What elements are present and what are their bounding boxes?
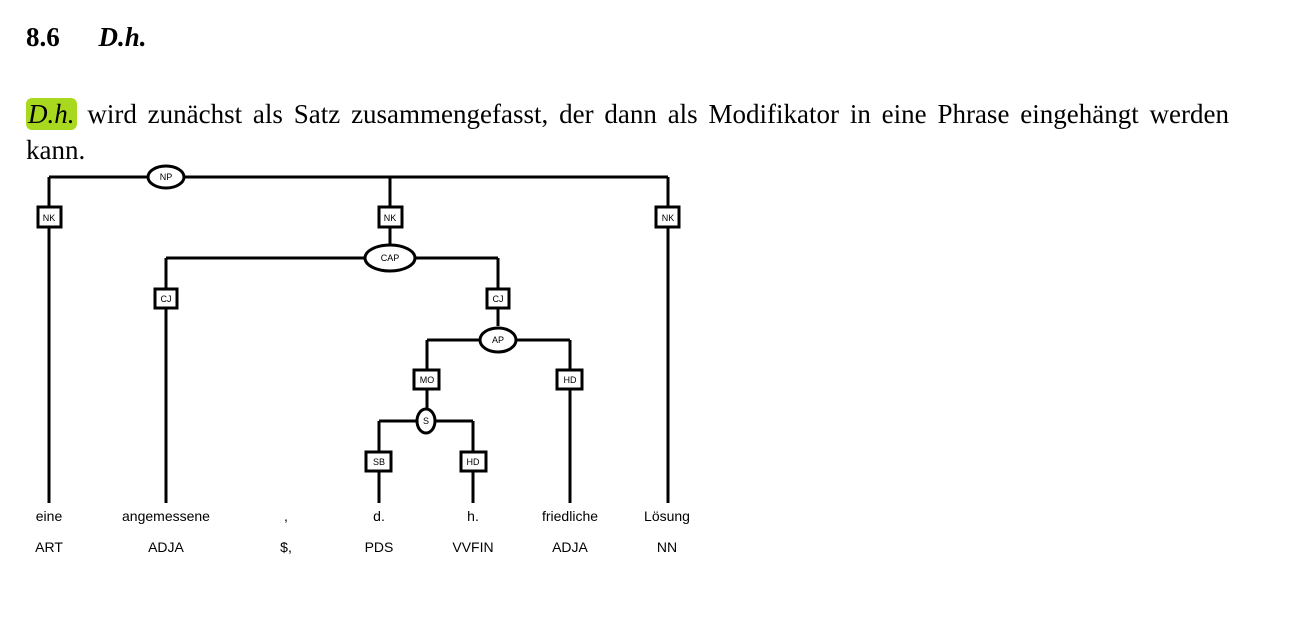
highlighted-term[interactable]: D.h. [26,98,77,130]
section-title: D.h. [98,22,147,52]
edge-label-cj: CJ [485,287,511,310]
edge-label-text: SB [373,457,385,467]
token-pos-tags: ART ADJA $, PDS VVFIN ADJA NN [35,539,677,555]
body-paragraph: D.h. wird zunächst als Satz zusammengefa… [26,96,1229,168]
edge-label-text: NK [384,213,397,223]
section-number: 8.6 [26,22,60,52]
phrase-node-cap: CAP [363,243,417,273]
edge-label-text: HD [564,375,577,385]
tree-edges [47,175,670,503]
phrase-node-np: NP [146,164,186,190]
token-pos: ART [35,539,63,555]
token-word: eine [36,508,63,524]
token-word: h. [467,508,479,524]
paragraph-text: wird zunächst als Satz zusammengefasst, … [26,99,1229,165]
edge-label-cj: CJ [153,287,179,310]
token-word: angemessene [122,508,210,524]
token-words: eine angemessene , d. h. friedliche Lösu… [36,508,690,524]
token-word: Lösung [644,508,690,524]
edge-label-hd: HD [555,368,584,391]
section-heading: 8.6 D.h. [26,22,147,53]
edge-label-text: MO [420,375,435,385]
token-pos: $, [280,539,292,555]
token-pos: VVFIN [452,539,493,555]
token-pos: ADJA [552,539,588,555]
edge-label-text: CJ [493,294,504,304]
edge-label-text: NK [43,213,56,223]
phrase-node-label: S [423,416,429,426]
edge-label-sb: SB [364,450,393,473]
edge-label-hd: HD [459,450,488,473]
edge-label-text: CJ [161,294,172,304]
edge-label-nk: NK [36,205,63,229]
edge-label-text: HD [467,457,480,467]
phrase-node-label: CAP [381,253,400,263]
token-pos: ADJA [148,539,184,555]
phrase-node-s: S [415,407,437,435]
phrase-node-label: NP [160,172,173,182]
token-word: d. [373,508,385,524]
edge-label-nk: NK [654,205,681,229]
edge-label-nk: NK [377,205,404,229]
edge-label-mo: MO [412,368,441,391]
token-word: , [284,508,288,524]
phrase-node-label: AP [492,335,504,345]
token-word: friedliche [542,508,598,524]
token-pos: NN [657,539,677,555]
edge-label-text: NK [662,213,675,223]
token-pos: PDS [365,539,394,555]
phrase-node-ap: AP [478,326,518,354]
